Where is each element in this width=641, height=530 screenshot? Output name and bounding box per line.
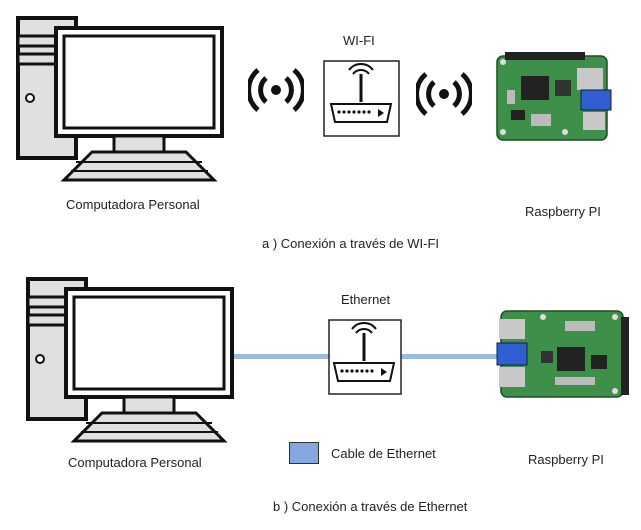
pc-label: Computadora Personal [68, 455, 202, 470]
ethernet-cable [401, 354, 501, 359]
legend-swatch [289, 442, 319, 464]
caption: b ) Conexión a través de Ethernet [273, 499, 468, 514]
wifi-signal-icon [248, 68, 304, 112]
ethernet-cable [228, 354, 329, 359]
wifi-label: WI-FI [343, 33, 375, 48]
computer-icon [16, 16, 224, 182]
raspberry-pi-board-icon [496, 52, 612, 141]
computer-icon [26, 277, 234, 443]
caption: a ) Conexión a través de WI-FI [262, 236, 440, 251]
ethernet-label: Ethernet [341, 292, 391, 307]
pi-label: Raspberry PI [528, 452, 604, 467]
router-icon [328, 319, 402, 395]
pi-label: Raspberry PI [525, 204, 601, 219]
router-icon [323, 60, 400, 137]
raspberry-pi-board-icon [496, 310, 629, 398]
legend-label: Cable de Ethernet [331, 446, 436, 461]
wifi-signal-icon [416, 72, 472, 116]
pc-label: Computadora Personal [66, 197, 200, 212]
